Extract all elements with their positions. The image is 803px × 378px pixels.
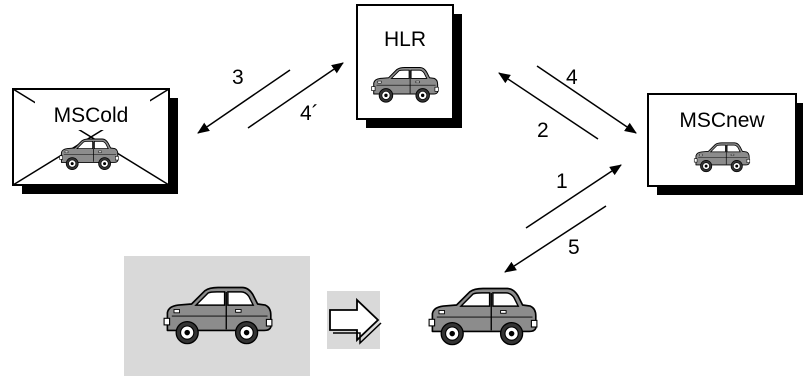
old-location [124,256,310,376]
message-arrows [197,62,637,273]
msc-new-node: MSCnew [647,93,803,195]
msc-old-label: MSCold [54,104,129,127]
message-label: 4´ [300,102,319,125]
arrow-4-prime [247,62,344,129]
right-outline-arrow-icon [329,297,380,343]
arrow-5 [504,205,607,273]
hlr-node: HLR [356,4,462,128]
message-label: 5 [568,236,580,259]
car-icon [427,287,539,346]
msc-new-label: MSCnew [679,109,765,132]
msc-old-node: MSCold [12,88,178,194]
arrow-3 [197,69,291,134]
arrow-4 [536,65,637,134]
message-label: 3 [232,66,244,89]
movement-indicator [327,291,382,349]
arrow-1 [525,164,622,229]
arrow-shadow [333,322,382,345]
arrow-2 [498,72,599,140]
message-label: 4 [566,66,578,89]
message-label: 2 [537,119,549,142]
msc-old-label-bg [35,98,150,130]
hlr-label: HLR [384,28,426,51]
msc-new-box [647,93,797,187]
hlr-box [356,4,454,120]
message-label: 1 [556,170,568,193]
